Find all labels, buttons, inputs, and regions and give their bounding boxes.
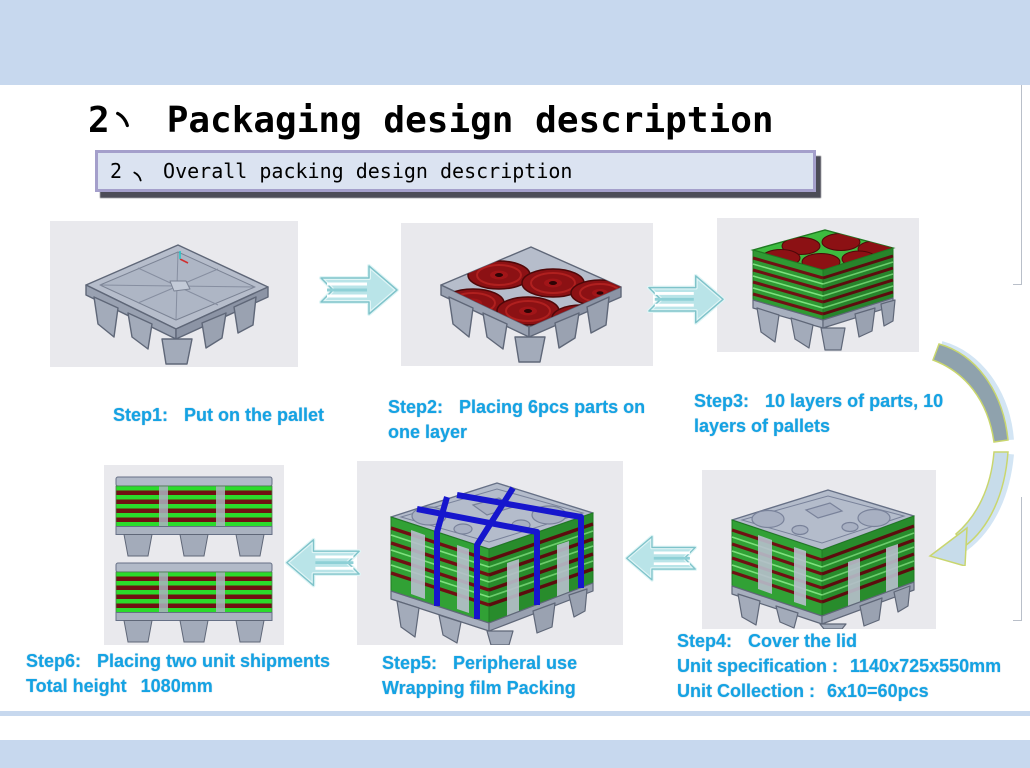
step2-figure-parts-on-pallet	[401, 223, 653, 366]
step4-label: Step4:	[677, 631, 733, 651]
flow-arrow-left-icon	[284, 536, 362, 588]
step3-text-line1: 10 layers of parts, 10	[765, 391, 944, 411]
step4-figure-lid	[702, 470, 936, 629]
ideographic-comma-icon	[132, 163, 143, 187]
step4-spec-value: 1140x725x550mm	[850, 656, 1002, 676]
right-edge-tick-top	[1013, 284, 1022, 285]
step2-text-line2: one layer	[388, 422, 468, 442]
right-edge-line-top	[1021, 85, 1022, 285]
step2-text-line1: Placing 6pcs parts on	[459, 397, 646, 417]
step5-label: Step5:	[382, 653, 438, 673]
step6-text-line1: Placing two unit shipments	[97, 651, 331, 671]
right-edge-line-bottom	[1021, 497, 1022, 621]
step1-text: Put on the pallet	[184, 405, 325, 425]
step1-label: Step1:	[113, 405, 169, 425]
step3-label: Step3:	[694, 391, 750, 411]
flow-arrow-right-icon	[318, 262, 400, 318]
title-text: Packaging design description	[166, 100, 774, 141]
step5-text-line1: Peripheral use	[453, 653, 578, 673]
step3-figure-stack	[717, 218, 919, 352]
step4-collection-label: Unit Collection :	[677, 681, 815, 701]
step2-label: Step2:	[388, 397, 444, 417]
flow-arrow-left-icon	[624, 533, 698, 582]
step1-figure-pallet	[50, 221, 298, 367]
right-edge-tick-bottom	[1013, 620, 1022, 621]
step6-caption: Step6: Placing two unit shipments Total h…	[26, 649, 330, 699]
step5-text-line2: Wrapping film Packing	[382, 678, 576, 698]
bottom-accent-line	[0, 711, 1030, 716]
bottom-band	[0, 740, 1030, 768]
top-band	[0, 0, 1030, 85]
step6-total-value: 1080mm	[140, 676, 213, 696]
subtitle-text: Overall packing design description	[163, 159, 573, 183]
subtitle-number: 2	[110, 159, 123, 183]
ideographic-comma-icon	[114, 96, 131, 137]
step1-caption: Step1: Put on the pallet	[113, 403, 324, 428]
flow-arrow-right-icon	[646, 272, 726, 326]
step4-collection-value: 6x10=60pcs	[827, 681, 929, 701]
step6-label: Step6:	[26, 651, 82, 671]
step4-text: Cover the lid	[748, 631, 858, 651]
title-number: 2	[88, 100, 110, 141]
step5-figure-strapped	[357, 461, 623, 645]
step6-total-label: Total height	[26, 676, 127, 696]
step3-caption: Step3: 10 layers of parts, 10 layers of p…	[694, 389, 943, 439]
step5-caption: Step5: Peripheral use Wrapping film Packi…	[382, 651, 577, 701]
subtitle-box: 2 Overall packing design description	[95, 150, 816, 192]
step4-caption: Step4: Cover the lid Unit specification :…	[677, 629, 1001, 704]
step2-caption: Step2: Placing 6pcs parts on one layer	[388, 395, 645, 445]
step3-text-line2: layers of pallets	[694, 416, 831, 436]
page-title: 2 Packaging design description	[88, 96, 774, 139]
curved-flow-arrow-icon	[925, 336, 1017, 567]
step6-figure-two-units	[104, 465, 284, 645]
step4-spec-label: Unit specification :	[677, 656, 839, 676]
